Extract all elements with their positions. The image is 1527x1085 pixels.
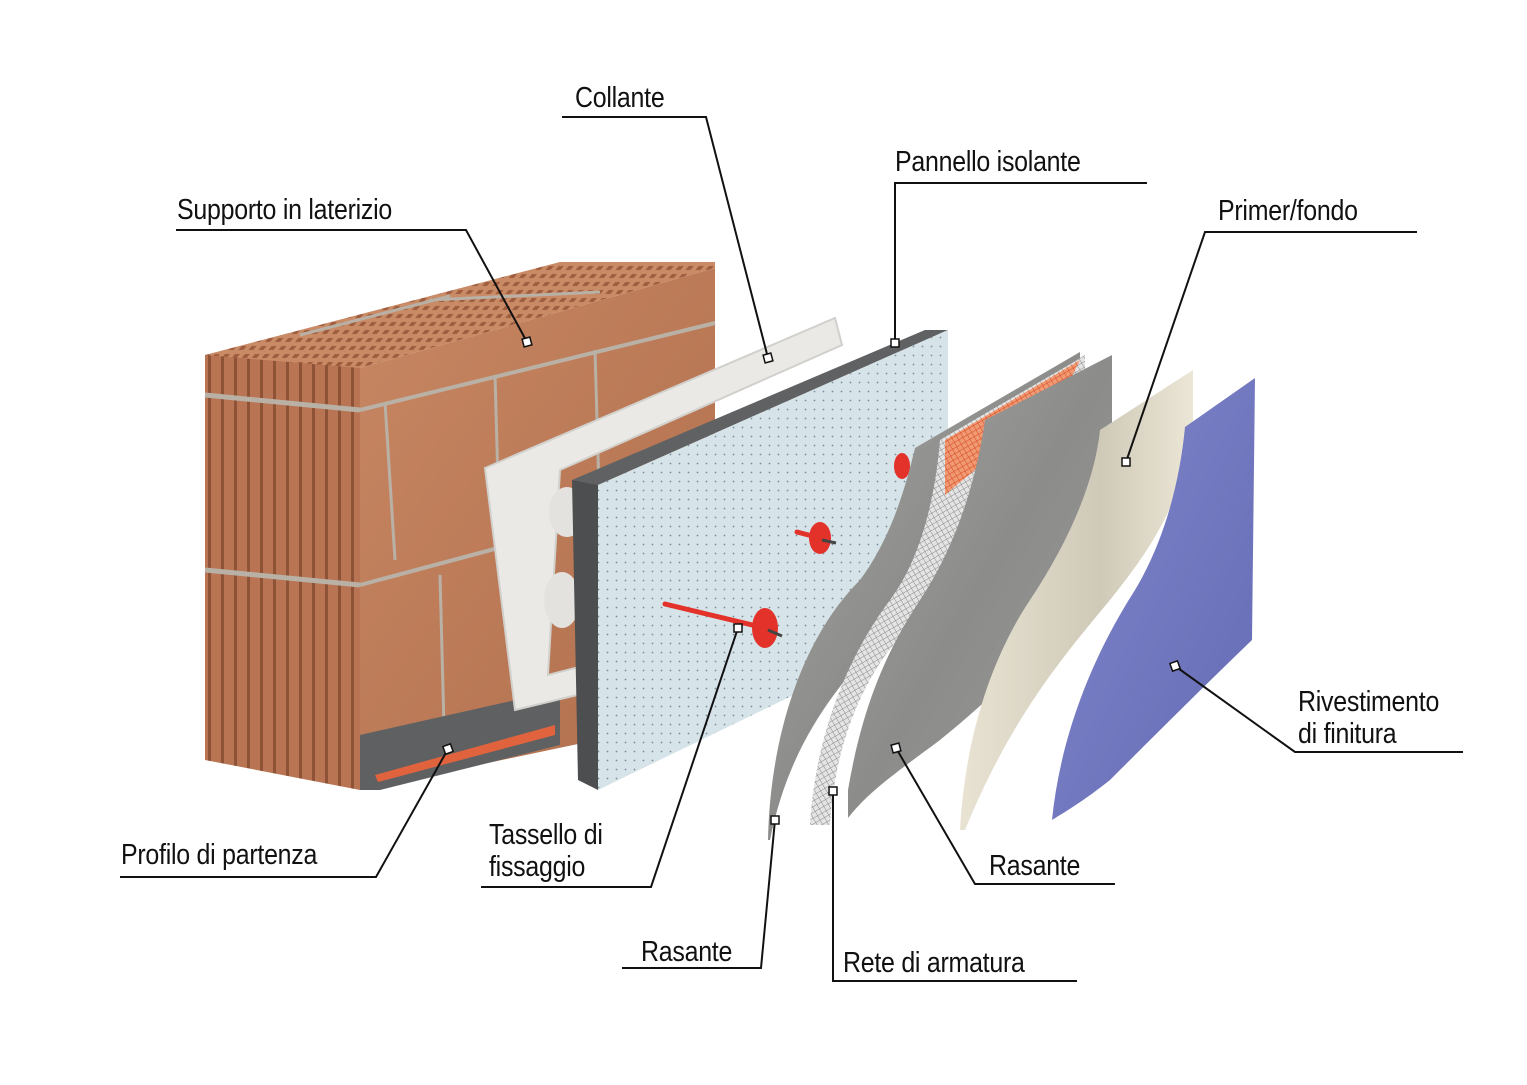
- leader-collante: [562, 116, 769, 359]
- render-layer-back: [848, 355, 1112, 818]
- label-collante: Collante: [575, 82, 665, 114]
- label-pannello-isolante: Pannello isolante: [895, 146, 1081, 178]
- leader-profilo: [120, 748, 449, 878]
- finish-coat-layer: [1052, 378, 1255, 820]
- label-rivestimento-line2: di finitura: [1298, 718, 1397, 750]
- leader-tassello: [481, 627, 739, 888]
- label-tassello-line1: Tassello di: [489, 819, 603, 851]
- leader-rasante-back: [895, 747, 1115, 885]
- leader-anchor-markers: [441, 336, 1182, 825]
- leader-primer: [1125, 231, 1417, 463]
- leader-supporto: [176, 229, 528, 343]
- insulation-panel: [572, 330, 948, 790]
- leader-rasante-front: [622, 819, 776, 969]
- leader-lines: [120, 116, 1463, 982]
- leader-rivestimento: [1174, 665, 1463, 753]
- primer-layer: [960, 370, 1193, 830]
- label-tassello-line2: fissaggio: [489, 851, 586, 883]
- label-supporto-in-laterizio: Supporto in laterizio: [177, 194, 393, 226]
- starter-profile: [360, 690, 560, 790]
- leader-pannello: [894, 182, 1147, 343]
- label-rete-di-armatura: Rete di armatura: [843, 947, 1025, 979]
- label-rasante-front: Rasante: [641, 936, 733, 968]
- label-primer-fondo: Primer/fondo: [1218, 195, 1358, 227]
- label-rivestimento-line1: Rivestimento: [1298, 686, 1440, 718]
- label-rasante-back: Rasante: [989, 850, 1081, 882]
- label-profilo-di-partenza: Profilo di partenza: [121, 839, 318, 871]
- dowels: [662, 453, 910, 648]
- leader-rete: [832, 791, 1077, 982]
